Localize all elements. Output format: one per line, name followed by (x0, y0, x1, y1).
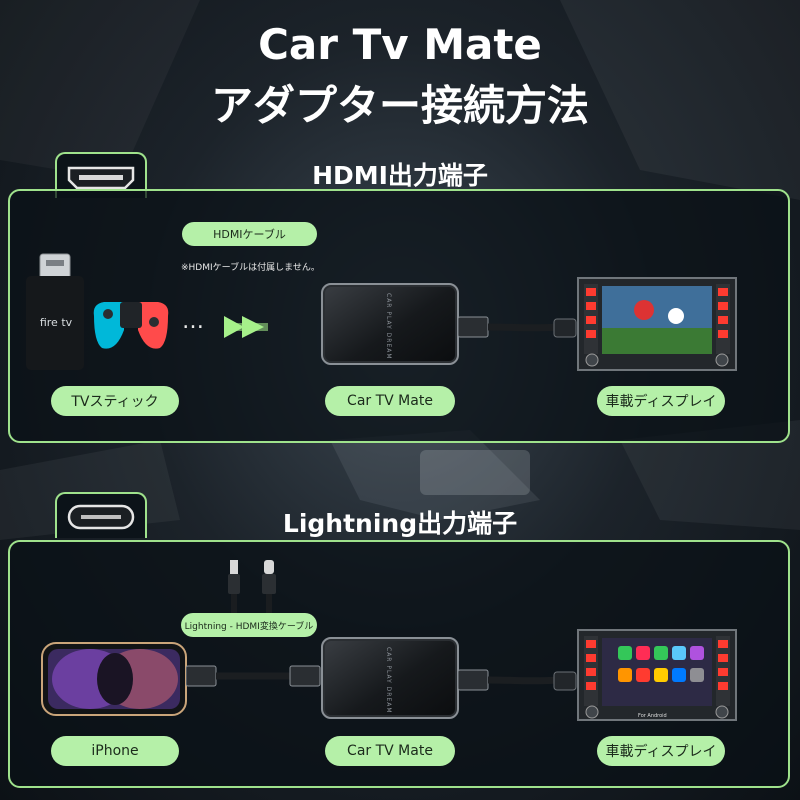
iphone-icon (41, 642, 187, 716)
car-display-label: 車載ディスプレイ (597, 386, 725, 416)
hdmi-cable-label: HDMIケーブル (182, 222, 317, 246)
car-tv-mate-device: CAR PLAY DREAM (321, 637, 459, 719)
hdmi-cable-icon (458, 316, 577, 338)
hdmi-section-title: HDMI出力端子 (312, 161, 488, 190)
hdmi-cable-note: ※HDMIケーブルは付属しません。 (181, 263, 320, 273)
page-subtitle: アダプター接続方法 (210, 81, 589, 130)
tv-stick-label: TVスティック (51, 386, 179, 416)
car-tv-mate-label-2: Car TV Mate (325, 736, 455, 766)
carplay-display-icon (577, 629, 737, 721)
iphone-label: iPhone (51, 736, 179, 766)
game-controller-icon (93, 302, 169, 349)
fire-tv-stick-icon: fire tv (26, 253, 84, 370)
car-display-icon (577, 277, 737, 371)
ellipsis-text: … (182, 309, 204, 334)
hdmi-port-icon (67, 166, 135, 190)
page-title: Car Tv Mate (258, 20, 542, 69)
green-arrow-icon (224, 316, 268, 338)
device-brand-text: CAR PLAY DREAM (385, 647, 392, 714)
lightning-section-title: Lightning出力端子 (282, 509, 518, 538)
car-display-label-2: 車載ディスプレイ (597, 736, 725, 766)
lightning-port-tab (55, 492, 147, 538)
lightning-cable-label: Lightning - HDMI変換ケーブル (181, 613, 317, 637)
car-tv-mate-device: CAR PLAY DREAM (321, 283, 459, 365)
display-caption: For Android (638, 713, 667, 719)
device-brand-text: CAR PLAY DREAM (385, 293, 392, 360)
usb-c-port-icon (67, 504, 135, 530)
display-cable-icon (458, 669, 577, 691)
lightning-cable-icon (228, 560, 276, 618)
car-tv-mate-label: Car TV Mate (325, 386, 455, 416)
iphone-cable-icon (186, 665, 321, 687)
fire-tv-logo: fire tv (40, 316, 73, 329)
